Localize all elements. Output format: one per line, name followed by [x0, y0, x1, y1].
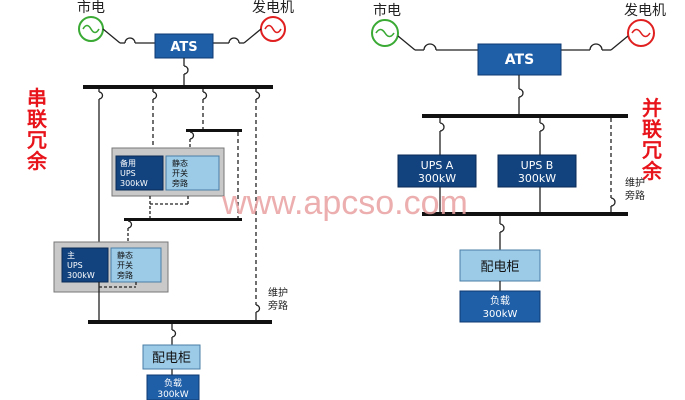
load-capacity-right: 300kW: [483, 309, 518, 320]
input-bus-drops: [98, 89, 261, 321]
parallel-title-char-3: 冗: [642, 138, 662, 162]
standby-output-lines: [149, 196, 189, 219]
ups-b-box: [497, 154, 577, 188]
main-ups-line2: UPS: [67, 261, 83, 270]
main-output-lines: [98, 282, 137, 321]
maintenance-bypass-line1-right: 维护: [625, 176, 645, 189]
generator-source-icon: [260, 16, 286, 42]
middle-bus-drops: [127, 220, 133, 243]
load-label: 负载: [164, 377, 182, 389]
standby-switch-line3: 旁路: [172, 178, 188, 188]
distribution-panel-box-right: [459, 249, 541, 282]
distribution-panel-label-right: 配电柜: [480, 260, 519, 275]
input-bus-bar: [83, 85, 273, 89]
parallel-title-char-2: 联: [642, 117, 662, 141]
load-box: [146, 374, 200, 400]
main-switch-line2: 开关: [117, 260, 133, 270]
output-bus-bar: [88, 320, 272, 324]
source-feed-lines: [102, 28, 262, 44]
series-title-char-3: 冗: [27, 128, 47, 152]
standby-switch-line1: 静态: [172, 158, 188, 168]
mains-source-icon-right: [371, 19, 399, 47]
standby-ups-line1: 备用: [120, 158, 136, 168]
mains-source-icon: [78, 16, 104, 42]
load-label-right: 负载: [490, 294, 510, 307]
series-title-char-4: 余: [26, 149, 48, 173]
series-title-char-1: 串: [27, 86, 47, 110]
ups-b-line2: 300kW: [518, 172, 556, 185]
standby-bus-bar: [186, 129, 242, 132]
input-bus-drops-right: [439, 118, 616, 213]
ats-label-right: ATS: [505, 52, 534, 68]
generator-label-right: 发电机: [624, 3, 666, 19]
standby-static-switch-box: [165, 155, 220, 191]
series-redundancy-diagram: 市电 发电机 ATS: [26, 0, 294, 400]
distribution-panel-label: 配电柜: [152, 351, 191, 366]
main-ups-line3: 300kW: [67, 271, 95, 280]
main-ups-line1: 主: [67, 250, 75, 260]
generator-label: 发电机: [252, 0, 294, 16]
source-feed-lines-right: [397, 35, 629, 51]
middle-bus-bar: [124, 218, 242, 221]
ats-output-line-right: [518, 75, 524, 115]
ats-box: [154, 33, 214, 59]
ups-a-line1: UPS A: [421, 159, 454, 172]
output-bus-bar-right: [422, 212, 628, 216]
maintenance-bypass-line1: 维护: [268, 286, 288, 299]
main-switch-line3: 旁路: [117, 270, 133, 280]
standby-ups-line3: 300kW: [120, 179, 148, 188]
mains-label: 市电: [77, 0, 105, 16]
watermark-text: www.apcso.com: [221, 184, 468, 222]
parallel-redundancy-diagram: 市电 发电机 ATS: [371, 2, 666, 323]
parallel-title-char-4: 余: [641, 159, 663, 183]
mains-label-right: 市电: [373, 2, 401, 19]
maintenance-bypass-line2-right: 旁路: [625, 189, 645, 202]
panel-feed-line-right: [499, 216, 505, 250]
ats-box-right: [477, 43, 562, 76]
load-box-right: [459, 290, 541, 323]
standby-ups-line2: UPS: [120, 169, 136, 178]
panel-feed-line: [171, 324, 177, 345]
ups-a-line2: 300kW: [418, 172, 456, 185]
series-title-char-2: 联: [27, 107, 47, 131]
main-switch-line1: 静态: [117, 250, 133, 260]
maintenance-bypass-line2: 旁路: [268, 299, 288, 312]
ups-a-box: [397, 154, 477, 188]
ats-label: ATS: [170, 40, 197, 55]
load-capacity: 300kW: [157, 390, 188, 400]
distribution-panel-box: [142, 344, 201, 370]
ats-output-line: [183, 58, 189, 85]
parallel-title-char-1: 并: [642, 96, 662, 120]
input-bus-bar-right: [422, 114, 628, 118]
ups-b-line1: UPS B: [521, 159, 554, 172]
standby-bus-drops: [189, 131, 239, 219]
standby-ups-box: [115, 155, 164, 191]
main-ups-box: [61, 247, 109, 283]
generator-source-icon-right: [627, 19, 655, 47]
standby-switch-line2: 开关: [172, 168, 188, 178]
